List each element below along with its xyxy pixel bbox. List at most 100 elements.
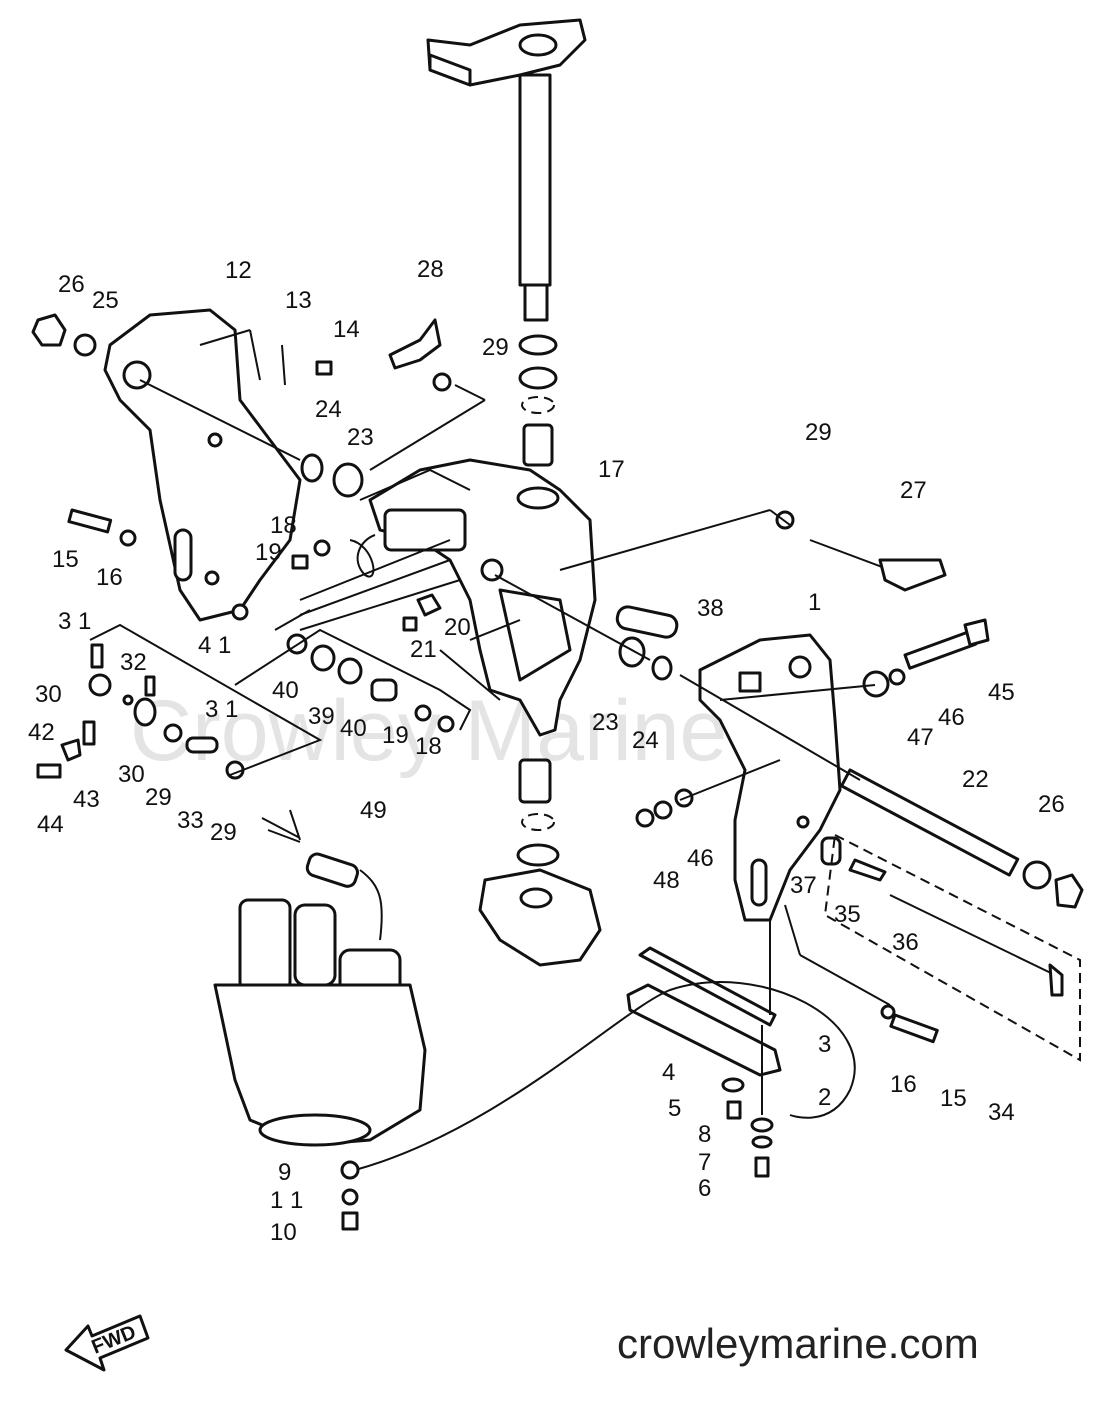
steering-arm-part <box>426 18 587 87</box>
collar-29d-part <box>775 510 795 530</box>
collar-19-left-part <box>291 554 309 570</box>
bolt-5-part <box>726 1100 742 1120</box>
nut-48b-part <box>653 800 673 820</box>
power-trim-tilt-unit-part <box>213 898 427 1147</box>
bolt-15-right-part <box>889 1013 939 1044</box>
callout-21: 21 <box>410 636 437 663</box>
pin-31-part <box>90 643 104 669</box>
callout-22: 22 <box>962 766 989 793</box>
nut-26-right-part <box>1022 860 1084 909</box>
rod-34-part <box>889 894 1056 976</box>
seal-lower-part <box>516 843 560 867</box>
callout-41: 4 1 <box>198 632 231 659</box>
callout-17: 17 <box>598 456 625 483</box>
washer-47-part <box>862 670 890 698</box>
callout-38: 38 <box>697 595 724 622</box>
washer-16-right-part <box>880 1004 896 1020</box>
callout-35: 35 <box>834 901 861 928</box>
callout-24-left: 24 <box>315 396 342 423</box>
callout-31-b: 3 1 <box>205 696 238 723</box>
washer-8-part <box>750 1117 774 1133</box>
clip-20-part <box>416 593 442 617</box>
callout-14: 14 <box>333 316 360 343</box>
callout-5: 5 <box>668 1095 681 1122</box>
callout-labels: 1 2 3 4 5 6 7 8 9 10 1 1 12 13 14 15 15 … <box>28 256 1065 1246</box>
callout-34: 34 <box>988 1099 1015 1126</box>
callout-37: 37 <box>790 872 817 899</box>
bushing-39b-part <box>337 657 363 685</box>
bushing-23-right-part <box>618 636 646 668</box>
callout-11: 1 1 <box>270 1187 303 1214</box>
o-ring-lower-part <box>521 813 555 831</box>
steering-shaft-part <box>518 73 552 287</box>
bolt-10-part <box>341 1211 359 1231</box>
callout-26-left: 26 <box>58 271 85 298</box>
bracket-28-part <box>388 318 442 370</box>
washer-24-left-part <box>300 453 324 483</box>
nut-26-left-part <box>31 313 67 347</box>
clamp-bracket-left-part <box>103 308 302 622</box>
wire-13-part <box>281 344 286 386</box>
bolt-14-part <box>315 360 333 376</box>
callout-44: 44 <box>37 811 64 838</box>
spring-37-part <box>820 836 842 866</box>
callout-15-right: 15 <box>940 1085 967 1112</box>
collar-19-part <box>414 704 432 722</box>
rod-end-34-part <box>1048 963 1064 997</box>
callout-29-right: 29 <box>805 419 832 446</box>
anode-plate-3-part <box>638 946 777 1027</box>
o-ring-part <box>521 396 555 414</box>
bushing-30b-part <box>133 697 157 727</box>
callout-20: 20 <box>444 614 471 641</box>
trim-rod-27-part <box>809 539 947 592</box>
callout-45: 45 <box>988 679 1015 706</box>
callout-24-right: 24 <box>632 727 659 754</box>
callout-18-right: 18 <box>415 733 442 760</box>
callout-2: 2 <box>818 1084 831 1111</box>
bushing-upper-part <box>522 423 554 467</box>
washer-part <box>518 334 558 356</box>
bottom-yoke-part <box>478 868 602 967</box>
callout-40-a: 40 <box>272 677 299 704</box>
bushing-30-part <box>88 673 112 697</box>
callout-40-b: 40 <box>340 715 367 742</box>
callout-26-right: 26 <box>1038 791 1065 818</box>
callout-13: 13 <box>285 287 312 314</box>
callout-1: 1 <box>808 589 821 616</box>
bolt-44-part <box>36 763 62 779</box>
collar-29c-part <box>432 372 452 392</box>
plate-43-part <box>60 738 82 762</box>
washer-11-part <box>341 1188 359 1206</box>
washer-4-part <box>721 1077 745 1093</box>
bolt-45-head-part <box>963 618 990 647</box>
fwd-arrow-icon: FWD <box>64 1314 150 1372</box>
washer-9-part <box>340 1160 360 1180</box>
bushing-lower-part <box>518 758 552 804</box>
washer-7-part <box>751 1135 773 1149</box>
callout-16-left: 16 <box>96 564 123 591</box>
wire-17-part <box>349 534 376 578</box>
pin-38-part <box>615 605 679 639</box>
washer-46-part <box>888 668 906 686</box>
callout-30-a: 30 <box>35 681 62 708</box>
callout-32: 32 <box>120 649 147 676</box>
collar-29-part <box>163 723 183 743</box>
anode-plate-2-part <box>626 983 782 1077</box>
washer-25-part <box>73 333 97 357</box>
callout-46-a: 46 <box>938 704 965 731</box>
callout-47: 47 <box>907 724 934 751</box>
callout-25: 25 <box>92 287 119 314</box>
callout-19-left: 19 <box>255 539 282 566</box>
callout-15-left: 15 <box>52 546 79 573</box>
seal-part <box>518 366 558 390</box>
bushing-23-left-part <box>332 462 364 498</box>
callout-36: 36 <box>892 929 919 956</box>
spring-42-part <box>82 720 96 746</box>
ball-32-part <box>122 694 134 706</box>
ground-lead-part <box>354 981 856 1171</box>
callout-7: 7 <box>698 1149 711 1176</box>
nut-40b-part <box>370 678 398 702</box>
callout-29-top: 29 <box>482 334 509 361</box>
group-box-34 <box>823 833 1081 1062</box>
